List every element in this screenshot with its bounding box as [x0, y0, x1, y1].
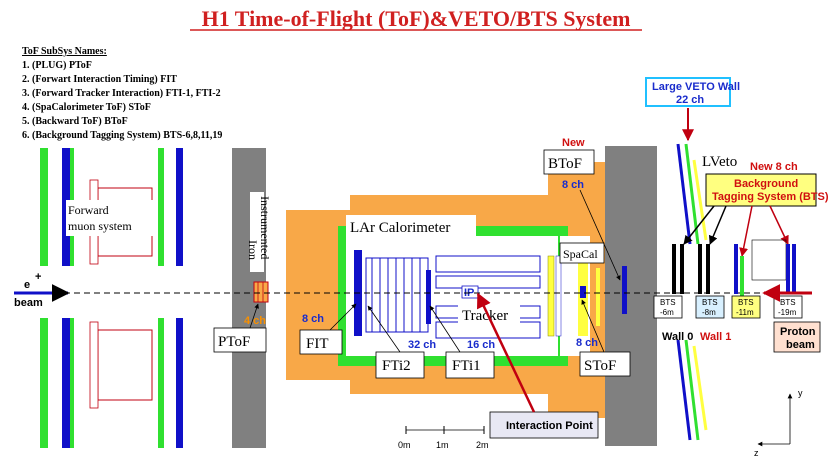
bts-8-name: BTS	[702, 298, 718, 307]
large-veto-channels: 22 ch	[676, 94, 704, 106]
wall-0-label: Wall 0	[662, 331, 693, 343]
ptof-channels: 4 ch	[244, 315, 266, 327]
scale-tick-2: 2m	[476, 440, 489, 450]
bts-11-name: BTS	[738, 298, 754, 307]
bts-6-dist: -6m	[660, 308, 674, 317]
btof-new: New	[562, 137, 585, 149]
bts-8-box	[695, 295, 725, 319]
bts-6-box	[653, 295, 683, 319]
fti2-label: FTi2	[382, 358, 411, 374]
coordinate-axes	[757, 393, 793, 447]
bts-box-line-2: Tagging System (BTS)	[712, 191, 829, 203]
return-yoke-iron	[605, 146, 657, 446]
electron-beam-label: e	[24, 279, 30, 291]
spacal-label: SpaCal	[563, 247, 598, 261]
length-scale	[405, 426, 485, 434]
lveto-label-bg	[698, 150, 748, 172]
stof-label-box	[579, 351, 631, 377]
proton-beam-label-1: Proton	[780, 326, 816, 338]
bts-19-box	[773, 295, 803, 319]
subsys-item-1: 1. (PLUG) PToF	[22, 60, 92, 71]
axis-z-label: z	[754, 448, 759, 458]
proton-beam-box	[773, 321, 821, 353]
ptof-detector	[253, 281, 269, 303]
bts-box-line-1: Background	[734, 178, 798, 190]
fti1-channels: 16 ch	[467, 339, 495, 351]
fit-label: FIT	[306, 336, 329, 352]
instrumented-iron-label-bg	[250, 192, 264, 272]
ptof-label-box	[213, 327, 267, 353]
instrumented-iron-label-1: Instrumented	[258, 196, 272, 259]
bts-11-box	[731, 295, 761, 319]
ptof-label: PToF	[218, 334, 250, 350]
subsys-header: ToF SubSys Names:	[22, 46, 107, 57]
btof-label-box	[543, 149, 595, 175]
subsys-item-2: 2. (Forwart Interaction Timing) FIT	[22, 74, 177, 85]
fit-channels: 8 ch	[302, 313, 324, 325]
interaction-point-box	[489, 411, 599, 439]
subsys-item-5: 5. (Backward ToF) BToF	[22, 116, 128, 127]
btof-label: BToF	[548, 156, 582, 172]
large-veto-box	[645, 77, 731, 107]
bts-19-name: BTS	[780, 298, 796, 307]
scale-tick-1: 1m	[436, 440, 449, 450]
fti2-channels: 32 ch	[408, 339, 436, 351]
electron-beam-word: beam	[14, 297, 43, 309]
axis-y-label: y	[798, 388, 803, 398]
lveto-label: LVeto	[702, 154, 737, 170]
tracker-label-bg	[458, 304, 520, 324]
bts-box	[705, 173, 817, 207]
stof-channels: 8 ch	[576, 337, 598, 349]
bts-new-8ch: New 8 ch	[750, 161, 798, 173]
scale-tick-0: 0m	[398, 440, 411, 450]
lar-label-bg	[346, 215, 476, 239]
lveto-wall	[676, 143, 708, 441]
instrumented-iron-label-2: Iron	[246, 240, 260, 260]
lar-calorimeter-label: LAr Calorimeter	[350, 220, 450, 236]
ip-box	[461, 285, 479, 299]
spacal-label-box	[559, 242, 605, 264]
forward-muon-label-bg	[66, 200, 154, 236]
proton-beam-label-2: beam	[786, 339, 815, 351]
tracker-label: Tracker	[462, 308, 508, 324]
forward-muon-label-1: Forward	[68, 203, 109, 217]
btof-detector	[622, 266, 627, 314]
fti1-label: FTi1	[452, 358, 481, 374]
bts-counters	[672, 239, 796, 296]
subsys-item-3: 3. (Forward Tracker Interaction) FTI-1, …	[22, 88, 221, 99]
btof-channels: 8 ch	[562, 179, 584, 191]
bts-6-name: BTS	[660, 298, 676, 307]
forward-muon-label-2: muon system	[68, 219, 132, 233]
wall-1-label: Wall 1	[700, 331, 731, 343]
interaction-point-arrow	[476, 292, 536, 413]
fti1-label-box	[445, 351, 495, 379]
fit-label-box	[299, 329, 343, 355]
page-title: H1 Time-of-Flight (ToF)&VETO/BTS System	[202, 6, 631, 31]
bts-19-dist: -19m	[778, 308, 797, 317]
subsys-item-6: 6. (Background Tagging System) BTS-6,8,1…	[22, 130, 222, 141]
bts-8-dist: -8m	[702, 308, 716, 317]
bts-11-dist: -11m	[736, 308, 754, 317]
forward-muon-system	[40, 148, 183, 448]
subsys-item-4: 4. (SpaCalorimeter ToF) SToF	[22, 102, 151, 113]
large-veto-label: Large VETO Wall	[652, 81, 740, 93]
interaction-point-label: Interaction Point	[506, 420, 593, 432]
electron-beam-sup: +	[35, 271, 41, 283]
stof-label: SToF	[584, 358, 616, 374]
